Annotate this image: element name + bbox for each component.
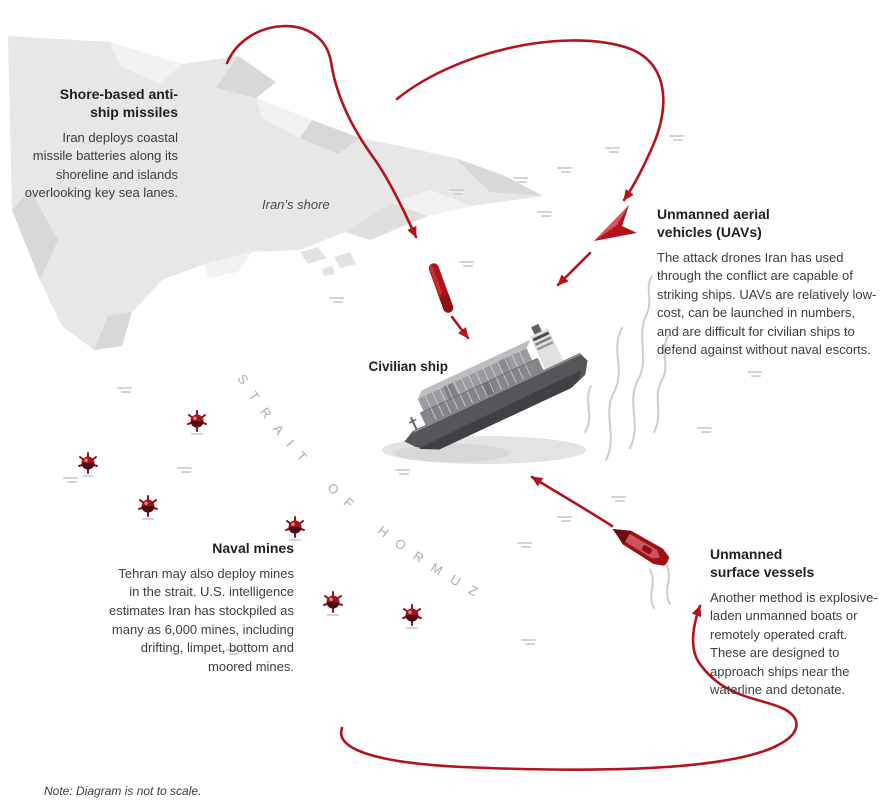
water-ripple-icon — [177, 467, 192, 473]
water-ripple-icon — [395, 469, 410, 475]
mines-title: Naval mines — [212, 540, 294, 556]
water-ripple-icon — [537, 211, 552, 217]
naval-mine-icon — [323, 591, 343, 616]
usv-boat-icon — [612, 529, 670, 566]
missiles-title: Shore-based anti-ship missiles — [59, 86, 178, 120]
water-ripple-icon — [517, 542, 532, 548]
usv-route-arrow — [339, 604, 798, 771]
missile-icon — [428, 263, 454, 313]
water-ripple-icon — [521, 639, 536, 645]
water-ripple-icon — [557, 516, 572, 522]
uav-title: Unmanned aerial vehicles (UAVs) — [657, 206, 770, 240]
naval-mine-icon — [285, 516, 305, 541]
water-ripple-icon — [697, 427, 712, 433]
mines-body: Tehran may also deploy mines in the stra… — [109, 565, 294, 674]
uav-drone-icon — [594, 205, 637, 241]
naval-mine-icon — [78, 452, 98, 477]
uav-trajectory-arrow — [395, 39, 665, 202]
missile-trajectory-arrow — [225, 24, 418, 239]
missile-strike-arrow — [450, 315, 470, 340]
usv-strike-arrow — [530, 475, 614, 528]
irans-shore-label: Iran’s shore — [262, 197, 330, 212]
cargo-ship-illustration — [404, 323, 588, 450]
naval-mine-icon — [187, 410, 207, 435]
missiles-callout: Shore-based anti-ship missiles Iran depl… — [24, 86, 178, 203]
civilian-ship-label: Civilian ship — [368, 359, 448, 374]
shore-landmass — [8, 36, 543, 350]
water-ripple-icon — [557, 167, 572, 173]
usv-body: Another method is explosive-laden unmann… — [710, 589, 878, 698]
smoke-trails — [584, 275, 669, 461]
uav-strike-arrow — [556, 251, 592, 287]
uav-body: The attack drones Iran has used through … — [657, 249, 877, 358]
water-ripple-icon — [605, 147, 620, 153]
water-ripple-icon — [329, 297, 344, 303]
usv-callout: Unmanned surface vessels Another method … — [710, 546, 878, 700]
water-ripple-icon — [117, 387, 132, 393]
usv-title: Unmanned surface vessels — [710, 546, 815, 580]
scale-note: Note: Diagram is not to scale. — [44, 784, 202, 798]
missiles-body: Iran deploys coastal missile batteries a… — [24, 129, 178, 201]
boat-wake — [649, 563, 671, 609]
naval-mine-icon — [402, 604, 422, 629]
uav-callout: Unmanned aerial vehicles (UAVs) The atta… — [657, 206, 879, 360]
water-ripple-icon — [747, 371, 762, 377]
islands — [300, 247, 356, 276]
naval-mine-icon — [138, 495, 158, 520]
water-ripple-icon — [669, 135, 684, 141]
mines-callout: Naval mines Tehran may also deploy mines… — [106, 540, 294, 676]
water-ripple-icon — [459, 261, 474, 267]
water-ripple-icon — [63, 477, 78, 483]
water-ripple-icon — [611, 496, 626, 502]
water-ripple-icon — [513, 177, 528, 183]
